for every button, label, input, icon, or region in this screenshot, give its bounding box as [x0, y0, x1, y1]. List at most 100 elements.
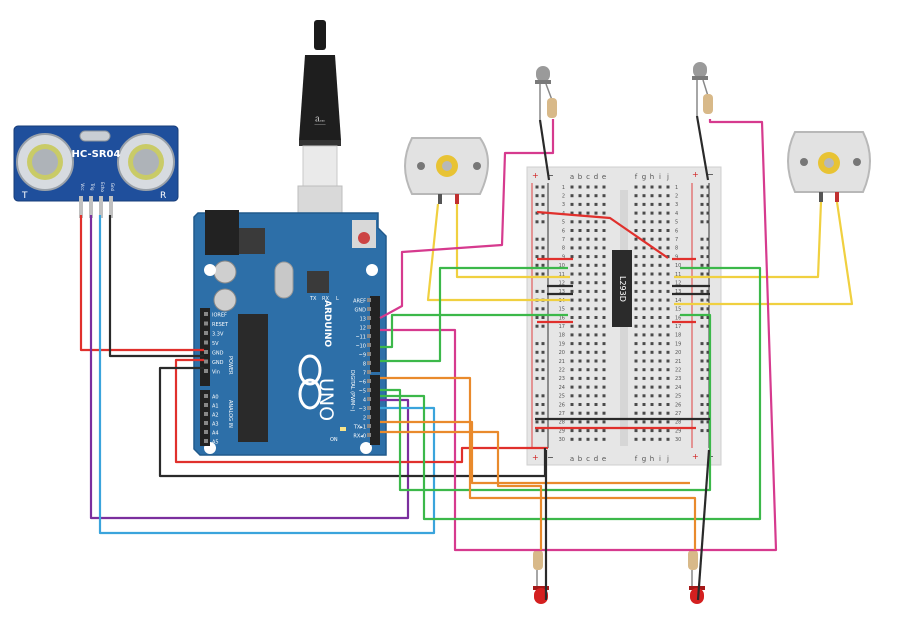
rail-hole[interactable] — [535, 307, 539, 311]
breadboard-hole[interactable] — [642, 202, 646, 206]
breadboard-hole[interactable] — [666, 359, 670, 363]
breadboard-hole[interactable] — [586, 394, 590, 398]
breadboard-hole[interactable] — [642, 211, 646, 215]
breadboard-hole[interactable] — [594, 255, 598, 259]
breadboard-hole[interactable] — [658, 403, 662, 406]
rail-hole[interactable] — [700, 263, 704, 267]
breadboard-hole[interactable] — [586, 220, 590, 224]
rail-hole[interactable] — [541, 185, 545, 189]
breadboard-hole[interactable] — [634, 307, 638, 311]
rail-hole[interactable] — [535, 316, 539, 319]
resistor-top-left[interactable] — [547, 98, 557, 118]
breadboard-hole[interactable] — [650, 316, 654, 319]
breadboard-hole[interactable] — [570, 420, 574, 424]
breadboard-hole[interactable] — [586, 359, 590, 363]
breadboard-hole[interactable] — [586, 376, 590, 380]
breadboard-hole[interactable] — [642, 307, 646, 311]
breadboard-hole[interactable] — [658, 185, 662, 189]
rail-hole[interactable] — [700, 420, 704, 424]
wire-motor-left-b-yellow[interactable] — [455, 204, 570, 279]
breadboard-hole[interactable] — [594, 350, 598, 354]
breadboard-hole[interactable] — [570, 376, 574, 380]
breadboard-hole[interactable] — [666, 333, 670, 337]
wire-green-2[interactable] — [380, 266, 568, 363]
digital-header-pin[interactable] — [367, 388, 371, 392]
rail-hole[interactable] — [535, 368, 539, 372]
jumper-red-top[interactable] — [536, 210, 669, 259]
breadboard-hole[interactable] — [650, 194, 654, 198]
breadboard-hole[interactable] — [658, 307, 662, 311]
breadboard-hole[interactable] — [650, 359, 654, 363]
breadboard-hole[interactable] — [634, 385, 638, 389]
breadboard-hole[interactable] — [594, 298, 598, 302]
wire-motor-right-b-yellow[interactable] — [674, 201, 854, 306]
breadboard-hole[interactable] — [642, 229, 646, 232]
wire-motor-left-a-yellow[interactable] — [426, 203, 570, 302]
resistor-bottom-left[interactable] — [533, 550, 543, 570]
digital-header-pin[interactable] — [367, 370, 371, 374]
breadboard-hole[interactable] — [658, 220, 662, 224]
breadboard-hole[interactable] — [594, 263, 598, 267]
rail-hole[interactable] — [541, 429, 545, 433]
breadboard-hole[interactable] — [650, 289, 654, 293]
led-top-left[interactable] — [535, 66, 553, 120]
breadboard-hole[interactable] — [586, 403, 590, 406]
breadboard-hole[interactable] — [666, 281, 670, 285]
rail-hole[interactable] — [706, 194, 710, 198]
rail-hole[interactable] — [706, 220, 710, 224]
breadboard-hole[interactable] — [634, 229, 638, 232]
breadboard-hole[interactable] — [570, 194, 574, 198]
rail-hole[interactable] — [535, 246, 539, 250]
breadboard-hole[interactable] — [666, 211, 670, 215]
rail-hole[interactable] — [706, 359, 710, 363]
breadboard-hole[interactable] — [634, 324, 638, 328]
breadboard-hole[interactable] — [594, 420, 598, 424]
breadboard-hole[interactable] — [586, 202, 590, 206]
rail-hole[interactable] — [541, 342, 545, 346]
wire-green-1[interactable] — [380, 313, 568, 349]
breadboard-hole[interactable] — [650, 298, 654, 302]
breadboard-hole[interactable] — [602, 194, 606, 198]
wire-sensor-echo-blue[interactable] — [98, 215, 436, 535]
breadboard-hole[interactable] — [634, 194, 638, 198]
breadboard-hole[interactable] — [642, 333, 646, 337]
rail-hole[interactable] — [541, 255, 545, 259]
breadboard-hole[interactable] — [666, 298, 670, 302]
rail-hole[interactable] — [700, 316, 704, 319]
breadboard-hole[interactable] — [658, 281, 662, 285]
breadboard-hole[interactable] — [642, 385, 646, 389]
breadboard-hole[interactable] — [642, 246, 646, 250]
wire-orange-2[interactable] — [380, 420, 690, 485]
power-header-pin[interactable] — [204, 369, 208, 373]
analog-header-pin[interactable] — [204, 439, 208, 443]
breadboard-hole[interactable] — [658, 237, 662, 241]
rail-hole[interactable] — [700, 211, 704, 215]
breadboard-hole[interactable] — [586, 429, 590, 433]
digital-header-pin[interactable] — [367, 406, 371, 410]
breadboard-hole[interactable] — [650, 376, 654, 380]
breadboard-hole[interactable] — [658, 316, 662, 319]
rail-hole[interactable] — [541, 194, 545, 198]
breadboard-hole[interactable] — [570, 411, 574, 415]
breadboard-hole[interactable] — [594, 411, 598, 415]
breadboard-hole[interactable] — [634, 185, 638, 189]
breadboard-hole[interactable] — [594, 437, 598, 441]
digital-header-pin[interactable] — [367, 343, 371, 347]
breadboard-hole[interactable] — [658, 333, 662, 337]
breadboard-hole[interactable] — [578, 385, 582, 389]
rail-hole[interactable] — [700, 289, 704, 293]
breadboard-hole[interactable] — [570, 437, 574, 441]
breadboard-hole[interactable] — [642, 194, 646, 198]
rail-hole[interactable] — [706, 307, 710, 311]
breadboard-hole[interactable] — [578, 307, 582, 311]
breadboard-hole[interactable] — [650, 202, 654, 206]
led-bottom-right[interactable] — [689, 570, 705, 604]
breadboard-hole[interactable] — [586, 333, 590, 337]
breadboard-hole[interactable] — [650, 272, 654, 276]
breadboard-hole[interactable] — [658, 324, 662, 328]
breadboard-hole[interactable] — [602, 420, 606, 424]
breadboard-hole[interactable] — [594, 211, 598, 215]
breadboard-hole[interactable] — [602, 211, 606, 215]
rail-hole[interactable] — [535, 350, 539, 354]
breadboard-hole[interactable] — [578, 376, 582, 380]
